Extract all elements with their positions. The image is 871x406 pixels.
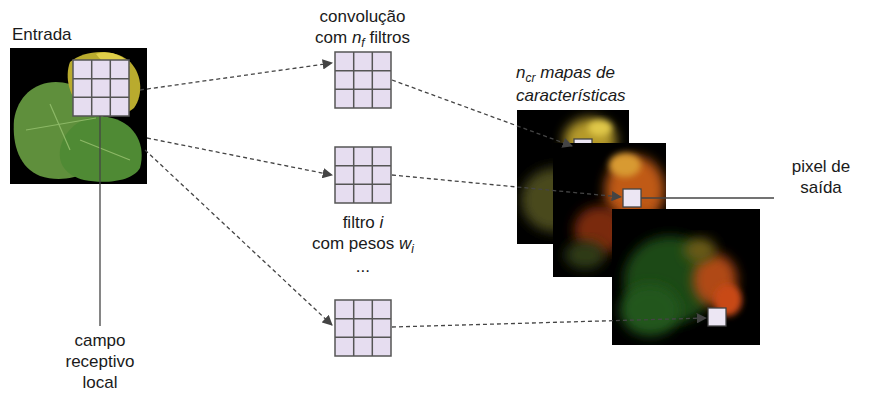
text-group: pixel de saída	[778, 156, 864, 198]
label-text: características	[516, 86, 626, 105]
label-text: n	[352, 28, 361, 47]
label-text: ...	[356, 257, 370, 276]
text-group: Entrada	[12, 24, 72, 45]
leader-line	[641, 197, 774, 198]
label-text: com pesos	[312, 234, 394, 253]
subscript-text: f	[361, 36, 364, 50]
label-text: com	[315, 28, 347, 47]
text-group: convolução comnf filtros	[315, 6, 410, 50]
label-text: filtro	[343, 213, 375, 232]
label-text: n	[516, 63, 525, 82]
subscript-text: i	[411, 242, 414, 256]
label-text: mapas de	[540, 63, 615, 82]
leader-line	[99, 116, 100, 326]
dashed-arrows	[392, 80, 706, 327]
label-text: convolução	[320, 7, 406, 26]
feature-map	[612, 209, 760, 345]
subscript-text: cr	[525, 71, 535, 85]
label-text: Entrada	[12, 25, 72, 44]
label-text: w	[399, 234, 411, 253]
label-text: campo receptivo local	[66, 331, 135, 392]
text-group: filtroicom pesoswi...	[312, 212, 414, 277]
label-text: pixel de saída	[792, 157, 851, 197]
label-text: i	[380, 213, 384, 232]
label-text: filtros	[369, 28, 410, 47]
input-image	[10, 48, 147, 184]
text-group: campo receptivo local	[58, 330, 142, 393]
text-group: ncr mapas de características	[516, 62, 626, 106]
dashed-arrows	[140, 63, 332, 325]
